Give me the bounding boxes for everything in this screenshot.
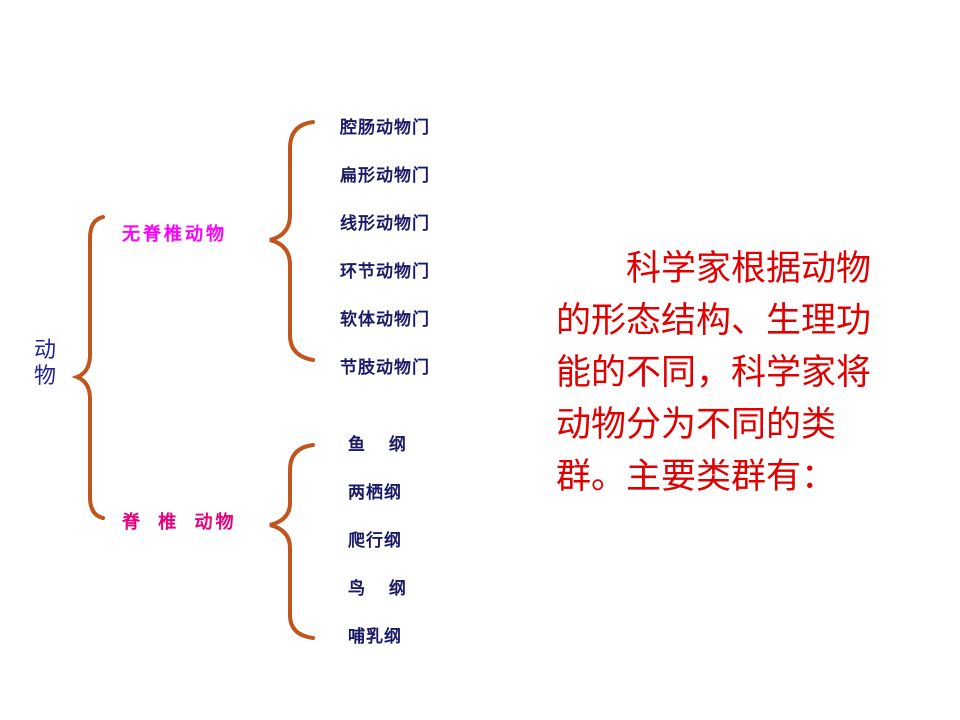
phylum-item: 腔肠动物门: [340, 118, 430, 138]
group-invertebrate-label: 无脊椎动物: [122, 224, 227, 245]
vertebrate-brace: [269, 443, 315, 640]
phylum-item: 节肢动物门: [340, 358, 430, 378]
root-label: 动物: [33, 338, 56, 389]
group-vertebrate-label: 脊 椎 动物: [122, 512, 237, 533]
phylum-item: 扁形动物门: [340, 166, 430, 186]
phylum-item: 线形动物门: [340, 214, 430, 234]
root-brace: [71, 215, 105, 520]
invertebrate-brace: [269, 120, 315, 362]
description-text: 科学家根据动物的形态结构、生理功能的不同，科学家将动物分为不同的类群。主要类群有…: [556, 243, 898, 503]
phylum-item: 软体动物门: [340, 310, 430, 330]
class-item: 两栖纲: [348, 483, 402, 503]
class-item: 鱼 纲: [348, 435, 407, 455]
class-item: 哺乳纲: [348, 627, 402, 647]
description-body: 科学家根据动物的形态结构、生理功能的不同，科学家将动物分为不同的类群。主要类群有…: [556, 249, 872, 497]
class-item: 鸟 纲: [348, 579, 407, 599]
phylum-item: 环节动物门: [340, 262, 430, 282]
class-item: 爬行纲: [348, 531, 402, 551]
